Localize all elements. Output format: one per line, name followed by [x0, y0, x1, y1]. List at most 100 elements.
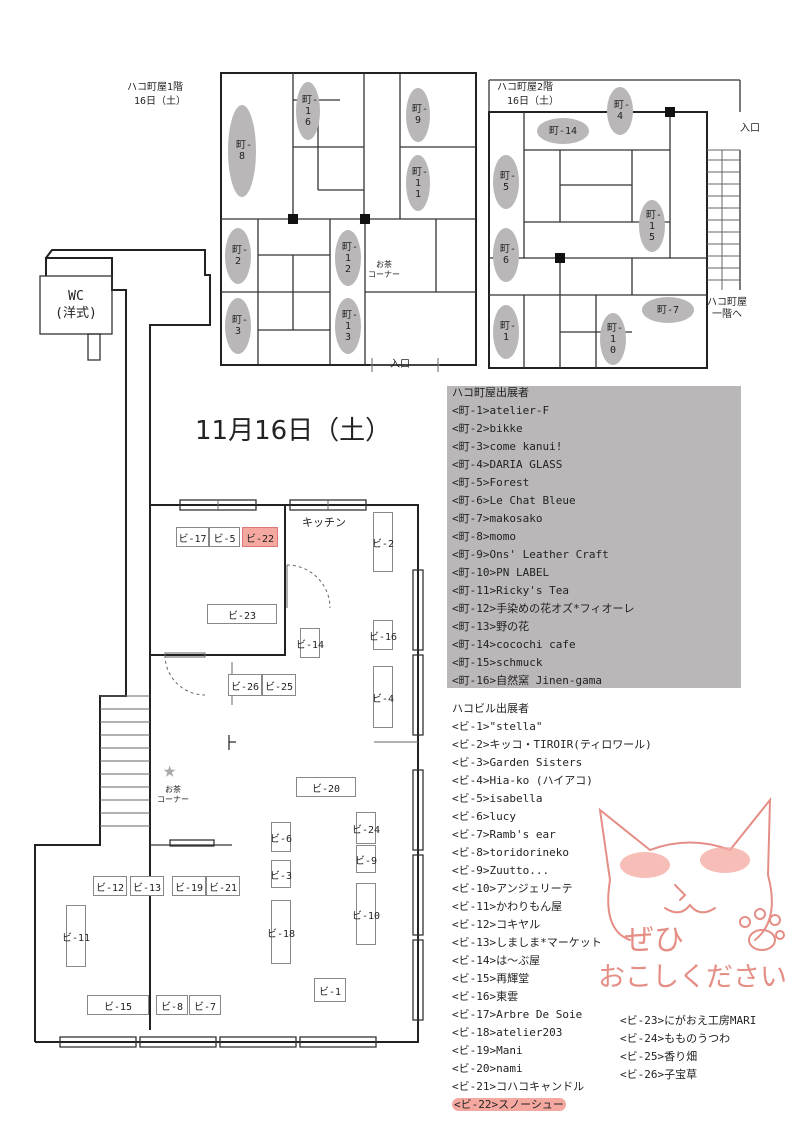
booth-biru-7[interactable]: ビ-7	[189, 995, 221, 1015]
list-heading: ハコ町屋出展者	[452, 386, 529, 399]
list-item: <ビ-25>香り畑	[620, 1050, 698, 1063]
booth-biru-17[interactable]: ビ-17	[176, 527, 209, 547]
hako-biru-walls	[34, 249, 424, 1048]
booth-biru-5[interactable]: ビ-5	[209, 527, 240, 547]
tea-corner-machiya: お茶 コーナー	[368, 260, 400, 279]
list-item: <町-14>cocochi cafe	[452, 638, 576, 651]
booth-machi-6[interactable]: 町-6	[493, 228, 519, 282]
booth-biru-9[interactable]: ビ-9	[355, 845, 377, 873]
machiya-1f-title: ハコ町屋1階	[127, 82, 184, 93]
machiya-2f-date: 16日（土）	[507, 96, 560, 107]
tea-corner-biru: お茶 コーナー	[157, 785, 189, 804]
booth-biru-15[interactable]: ビ-15	[87, 995, 149, 1015]
stamp-text-line1: ぜひ	[624, 923, 684, 958]
booth-biru-8[interactable]: ビ-8	[156, 995, 188, 1015]
stamp-text-line2: おこしください	[598, 962, 787, 993]
booth-biru-10[interactable]: ビ-10	[352, 883, 380, 945]
booth-biru-18[interactable]: ビ-18	[267, 900, 295, 964]
list-item: <ビ-12>コキヤル	[452, 918, 541, 931]
booth-machi-8[interactable]: 町-8	[228, 105, 256, 197]
list-item: <ビ-8>toridorineko	[452, 846, 569, 859]
list-item: <ビ-5>isabella	[452, 792, 543, 805]
machiya-2f-to-1f: ハコ町屋 一階へ	[707, 297, 747, 320]
booth-biru-25[interactable]: ビ-25	[262, 674, 296, 696]
list-item: <町-16>自然窯 Jinen-gama	[452, 674, 602, 687]
list-item: <ビ-15>再輝堂	[452, 972, 530, 985]
biru-exhibitor-list-col2: <ビ-23>にがおえ工房MARI <ビ-24>もものうつわ <ビ-25>香り畑 …	[620, 1012, 756, 1084]
list-item: <町-4>DARIA GLASS	[452, 458, 563, 471]
wc-label: WC (洋式)	[40, 276, 112, 334]
kitchen-label: キッチン	[302, 516, 346, 529]
list-item-highlighted: <ビ-22>スノーシュー	[452, 1096, 652, 1114]
star-icon: ★	[163, 758, 177, 783]
list-item: <ビ-9>Zuutto...	[452, 864, 550, 877]
list-item: <ビ-7>Ramb's ear	[452, 828, 556, 841]
booth-machi-16[interactable]: 町-16	[296, 82, 320, 140]
machiya-list-panel	[447, 386, 741, 688]
wc-title: WC	[68, 289, 84, 304]
booth-biru-3[interactable]: ビ-3	[270, 860, 292, 888]
booth-biru-20[interactable]: ビ-20	[296, 777, 356, 797]
booth-biru-14[interactable]: ビ-14	[296, 628, 324, 658]
wc-type: (洋式)	[55, 306, 97, 321]
list-item: <町-5>Forest	[452, 476, 530, 489]
booth-biru-16[interactable]: ビ-16	[369, 620, 397, 650]
booth-biru-11[interactable]: ビ-11	[62, 905, 90, 967]
booth-biru-23[interactable]: ビ-23	[207, 604, 277, 624]
list-item: <町-10>PN LABEL	[452, 566, 550, 579]
list-item: <ビ-24>もものうつわ	[620, 1032, 731, 1045]
list-item: <町-6>Le Chat Bleue	[452, 494, 576, 507]
booth-biru-6[interactable]: ビ-6	[270, 822, 292, 852]
booth-biru-2[interactable]: ビ-2	[372, 512, 394, 572]
machiya-2f-entrance: 入口	[740, 123, 760, 134]
list-item: <町-11>Ricky's Tea	[452, 584, 569, 597]
booth-biru-13[interactable]: ビ-13	[130, 876, 164, 896]
list-item: <ビ-14>は〜ぶ屋	[452, 954, 541, 967]
biru-exhibitor-list: ハコビル出展者 <ビ-1>"stella" <ビ-2>キッコ・TIROIR(ティ…	[452, 700, 652, 1114]
list-item: <町-7>makosako	[452, 512, 543, 525]
booth-biru-12[interactable]: ビ-12	[93, 876, 127, 896]
booth-biru-24[interactable]: ビ-24	[352, 812, 380, 844]
booth-machi-5[interactable]: 町-5	[493, 155, 519, 209]
list-item: <ビ-20>nami	[452, 1062, 523, 1075]
highlighted-entry: <ビ-22>スノーシュー	[452, 1098, 566, 1111]
booth-machi-9[interactable]: 町-9	[406, 88, 430, 142]
booth-machi-2[interactable]: 町-2	[225, 228, 251, 284]
list-item: <町-9>Ons' Leather Craft	[452, 548, 609, 561]
list-item: <町-2>bikke	[452, 422, 523, 435]
list-item: <ビ-2>キッコ・TIROIR(ティロワール)	[452, 738, 652, 751]
list-item: <ビ-19>Mani	[452, 1044, 523, 1057]
booth-machi-7[interactable]: 町-7	[642, 297, 694, 323]
booth-biru-22[interactable]: ビ-22	[242, 527, 278, 547]
booth-machi-4[interactable]: 町-4	[607, 87, 633, 135]
list-item: <町-8>momo	[452, 530, 516, 543]
list-item: <ビ-3>Garden Sisters	[452, 756, 583, 769]
booth-machi-15[interactable]: 町-15	[639, 200, 665, 252]
machiya-2f-title: ハコ町屋2階	[497, 82, 554, 93]
list-item: <ビ-26>子宝草	[620, 1068, 698, 1081]
booth-machi-11[interactable]: 町-11	[406, 155, 430, 211]
booth-machi-1[interactable]: 町-1	[493, 305, 519, 359]
machiya-1f-walls	[220, 72, 477, 372]
booth-machi-10[interactable]: 町-10	[600, 313, 626, 365]
booth-biru-19[interactable]: ビ-19	[172, 876, 206, 896]
booth-biru-4[interactable]: ビ-4	[372, 666, 394, 728]
booth-machi-3[interactable]: 町-3	[225, 298, 251, 354]
event-date-title: 11月16日（土）	[195, 416, 392, 446]
list-item: <ビ-10>アンジェリーテ	[452, 882, 573, 895]
list-item: <ビ-4>Hia-ko (ハイアコ)	[452, 774, 593, 787]
booth-machi-12[interactable]: 町-12	[335, 230, 361, 286]
booth-biru-1[interactable]: ビ-1	[314, 978, 346, 1002]
list-item: <ビ-21>コハコキャンドル	[452, 1080, 585, 1093]
list-item: <町-12>手染めの花オズ*フィオーレ	[452, 602, 635, 615]
booth-machi-14[interactable]: 町-14	[537, 118, 589, 144]
booth-biru-21[interactable]: ビ-21	[206, 876, 240, 896]
list-item: <町-1>atelier-F	[452, 404, 550, 417]
list-item: <ビ-16>東雲	[452, 990, 519, 1003]
cat-stamp-icon	[598, 797, 785, 951]
booth-machi-13[interactable]: 町-13	[335, 298, 361, 354]
machiya-1f-entrance: 入口	[390, 359, 410, 370]
booth-biru-26[interactable]: ビ-26	[228, 674, 262, 696]
list-item: <町-15>schmuck	[452, 656, 543, 669]
